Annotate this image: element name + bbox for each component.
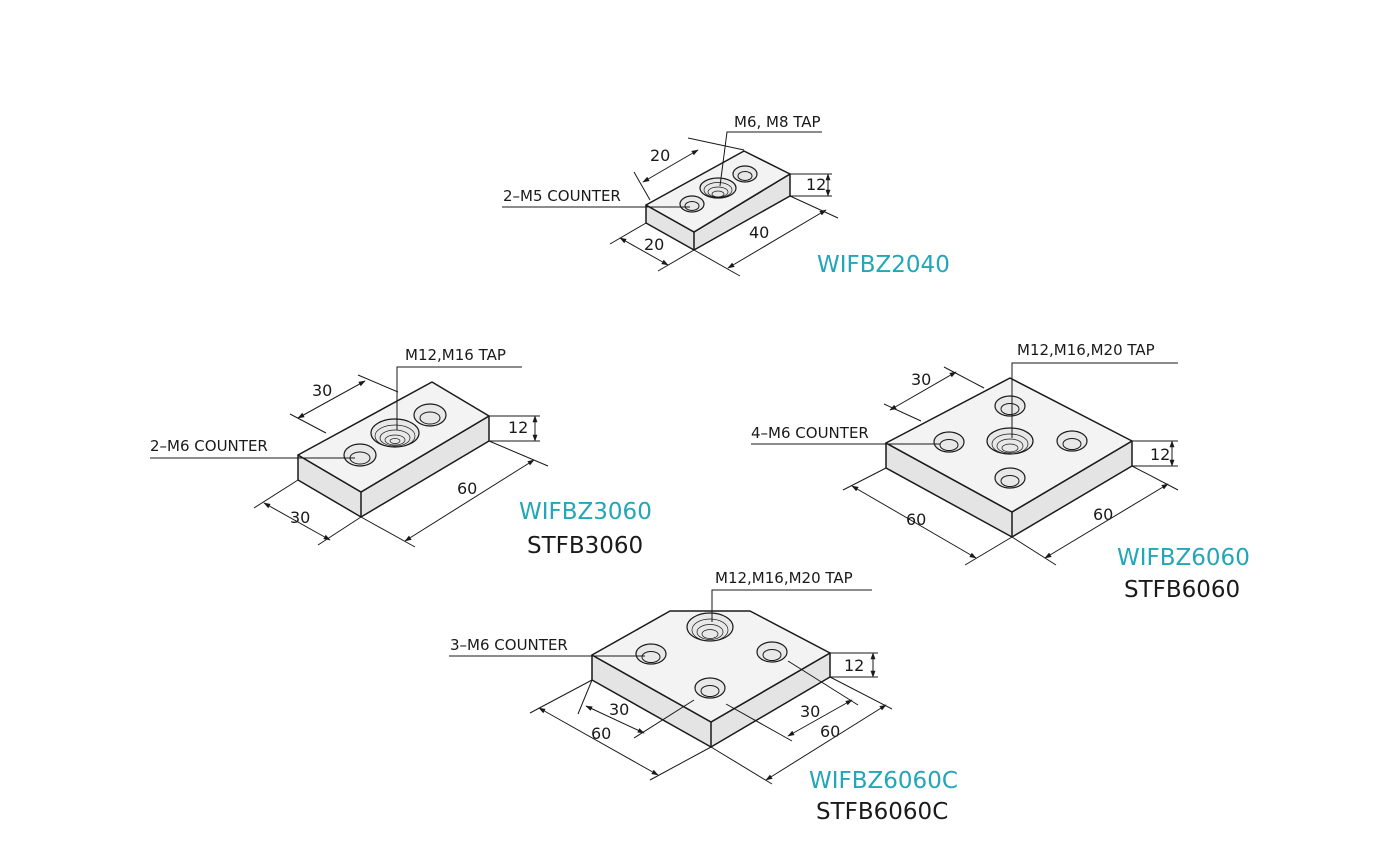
tap-hole xyxy=(370,418,420,448)
tap-label: M12,M16 TAP xyxy=(405,346,506,364)
counter-hole xyxy=(635,643,667,665)
tap-label: M12,M16,M20 TAP xyxy=(715,569,853,587)
tap-hole xyxy=(986,427,1034,455)
part-code-secondary: STFB6060 xyxy=(1124,577,1240,603)
tap-label: M12,M16,M20 TAP xyxy=(1017,341,1155,359)
part-code-secondary: STFB6060C xyxy=(816,799,948,825)
dim-height: 12 xyxy=(508,418,528,437)
dim-width: 60 xyxy=(906,510,926,529)
dim-outer-right: 60 xyxy=(820,722,840,741)
dim-outer-left: 60 xyxy=(591,724,611,743)
part-wifbz6060c: M12,M16,M20 TAP 3–M6 COUNTER 12 30 60 30… xyxy=(449,569,958,825)
part-wifbz2040: M6, M8 TAP 2–M5 COUNTER 20 12 20 40 WIFB… xyxy=(502,113,950,278)
dim-inner-right: 30 xyxy=(800,702,820,721)
counter-hole xyxy=(679,195,705,213)
dim-top: 30 xyxy=(911,370,931,389)
dim-top: 20 xyxy=(650,146,670,165)
dim-length: 60 xyxy=(457,479,477,498)
part-code-primary: WIFBZ6060 xyxy=(1117,545,1250,571)
counter-label: 3–M6 COUNTER xyxy=(450,636,568,654)
counter-hole xyxy=(413,403,447,427)
counter-hole xyxy=(694,677,726,699)
block-top-face xyxy=(591,610,831,723)
counter-label: 2–M6 COUNTER xyxy=(150,437,268,455)
counter-hole xyxy=(1056,430,1088,452)
dim-width: 20 xyxy=(644,235,664,254)
dim-height: 12 xyxy=(844,656,864,675)
counter-hole xyxy=(933,431,965,453)
dim-length: 60 xyxy=(1093,505,1113,524)
dim-length: 40 xyxy=(749,223,769,242)
counter-hole xyxy=(756,641,788,663)
tap-hole xyxy=(699,177,737,199)
part-wifbz6060: M12,M16,M20 TAP 4–M6 COUNTER 30 12 60 60… xyxy=(751,341,1250,603)
counter-hole xyxy=(994,467,1026,489)
part-code-primary: WIFBZ6060C xyxy=(809,768,958,794)
dim-top: 30 xyxy=(312,381,332,400)
dim-width: 30 xyxy=(290,508,310,527)
tap-label: M6, M8 TAP xyxy=(734,113,821,131)
counter-hole xyxy=(994,395,1026,417)
counter-hole xyxy=(732,165,758,183)
dim-height: 12 xyxy=(1150,445,1170,464)
counter-hole xyxy=(343,443,377,467)
part-code-primary: WIFBZ3060 xyxy=(519,499,652,525)
part-code-primary: WIFBZ2040 xyxy=(817,252,950,278)
part-wifbz3060: M12,M16 TAP 2–M6 COUNTER 30 12 30 60 WIF… xyxy=(150,346,652,559)
part-code-secondary: STFB3060 xyxy=(527,533,643,559)
dim-height: 12 xyxy=(806,175,826,194)
counter-label: 2–M5 COUNTER xyxy=(503,187,621,205)
counter-label: 4–M6 COUNTER xyxy=(751,424,869,442)
tap-hole xyxy=(686,612,734,642)
dim-inner-left: 30 xyxy=(609,700,629,719)
